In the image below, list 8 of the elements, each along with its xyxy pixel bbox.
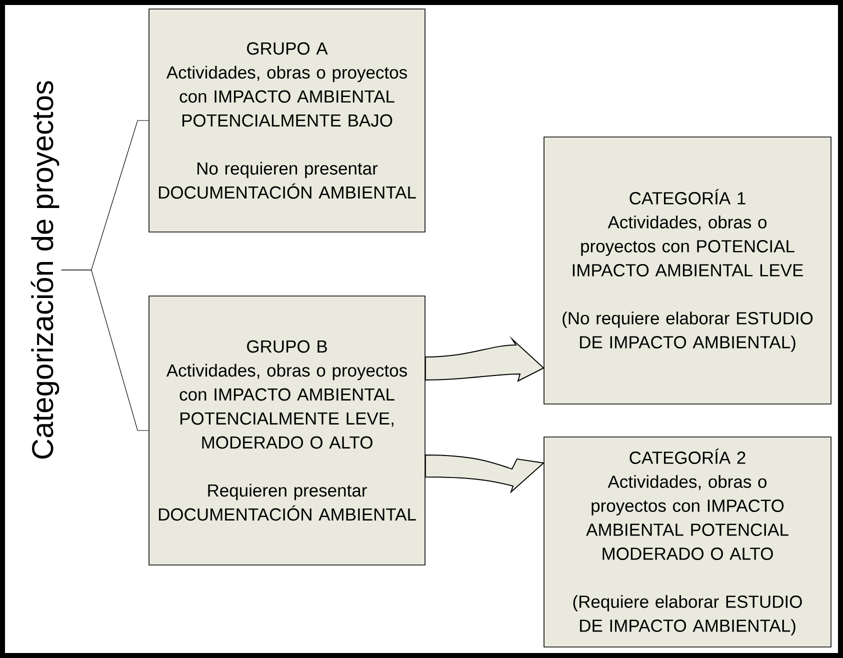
vertical-label: Categorización de proyectos [30, 81, 60, 459]
block-arrow [424, 454, 544, 492]
text-box: GRUPO A Actividades, obras o proyectos con IMPACTO AMBIENTAL POTENCIALMENTE BAJO No requieren presentar DOCUMENTACIÓN AMBIENTAL [148, 8, 426, 232]
bracket-line [61, 270, 149, 431]
text-box: CATEGORÍA 2 Actividades, obras o proyectos con IMPACTO AMBIENTAL POTENCIAL MODERADO O ALTO (Requiere elaborar ESTUDIO DE IMPACTO AMBIENTAL) [544, 436, 832, 648]
text-box: CATEGORÍA 1 Actividades, obras o proyectos con POTENCIAL IMPACTO AMBIENTAL LEVE (No requiere elaborar ESTUDIO DE IMPACTO AMBIENTAL) [544, 136, 832, 404]
block-arrow [424, 338, 544, 382]
text-box: GRUPO B Actividades, obras o proyectos con IMPACTO AMBIENTAL POTENCIALMENTE LEVE, MODERADO O ALTO Requieren presentar DOCUMENTACIÓN AMBIENTAL [148, 296, 426, 566]
